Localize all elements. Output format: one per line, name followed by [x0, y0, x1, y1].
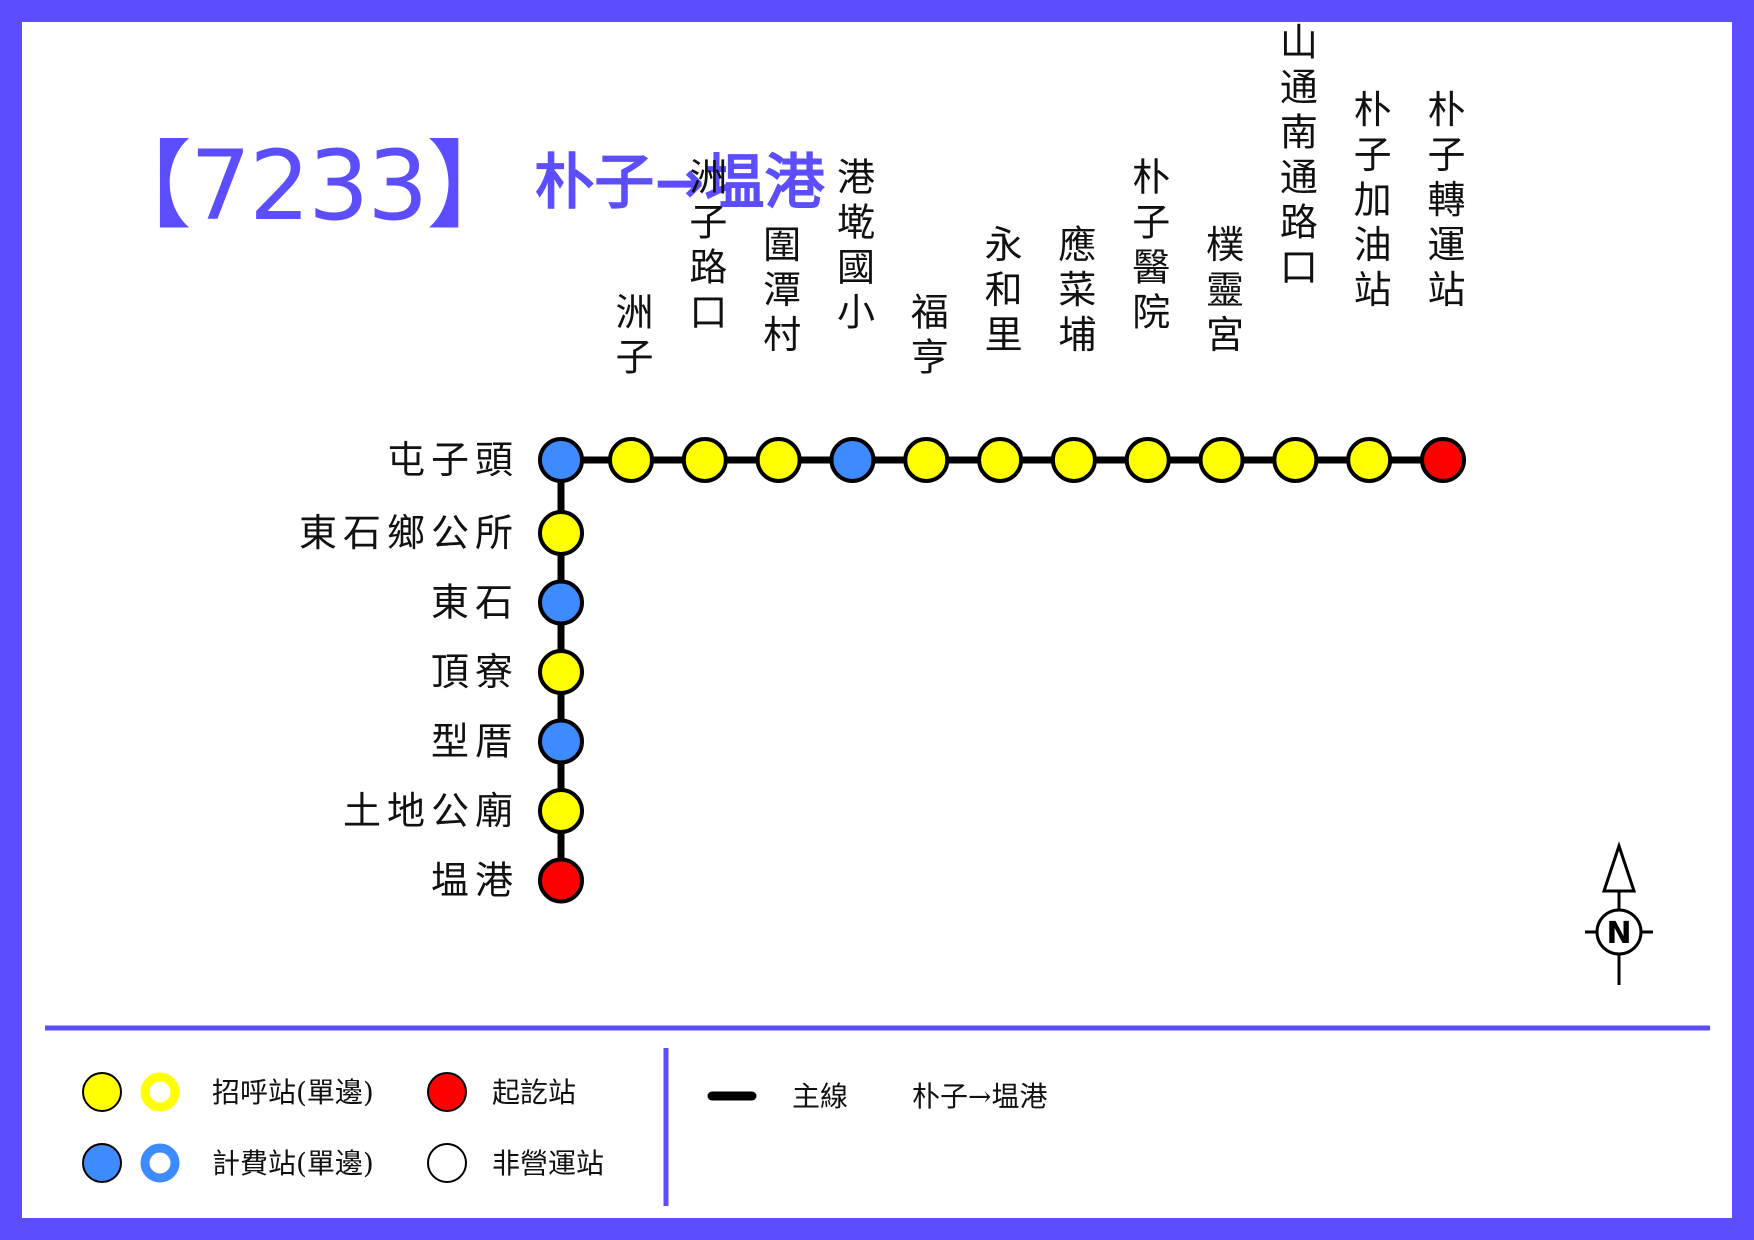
compass-label: N [1606, 916, 1631, 951]
station-label-v-1: 東石 [431, 581, 519, 625]
station-dot-v-5 [538, 857, 584, 904]
fare-stop-icon [82, 1143, 122, 1183]
station-dot-h-3 [1198, 437, 1245, 483]
station-dot-h-11 [608, 437, 654, 483]
station-dot-v-4 [538, 788, 584, 834]
station-label-v-0: 東石鄉公所 [299, 511, 519, 555]
station-dot-h-5 [1050, 437, 1097, 483]
station-dot-h-2 [1272, 437, 1319, 483]
station-label-h-0: 朴子轉運站 [1421, 90, 1465, 315]
station-dot-v-1 [538, 579, 584, 626]
station-labels: 朴子轉運站朴子加油站山通南通路口樸靈宮朴子醫院應菜埔永和里福亨港墘國小圍潭村洲子… [299, 22, 1465, 903]
station-label-h-5: 應菜埔 [1052, 225, 1096, 360]
station-label-h-2: 山通南通路口 [1273, 22, 1317, 292]
station-dot-v-3 [538, 718, 584, 765]
station-dot-h-1 [1346, 437, 1393, 483]
station-label-h-3: 樸靈宮 [1200, 225, 1244, 360]
station-dot-h-10 [681, 437, 728, 483]
legend-fare-stop: 計費站(單邊) [212, 1147, 374, 1180]
station-dot-v-0 [538, 510, 584, 556]
stations [538, 437, 1466, 904]
station-dot-h-6 [977, 437, 1024, 483]
station-dot-h-9 [755, 437, 802, 483]
legend: 招呼站(單邊) 起訖站 計費站(單邊) 非營運站 主線 朴子→塭港 [45, 1025, 1710, 1206]
station-label-h-10: 洲子路口 [683, 157, 727, 337]
legend-main-line: 主線 [792, 1080, 848, 1113]
station-label-h-1: 朴子加油站 [1347, 90, 1391, 315]
station-label-h-8: 港墘國小 [830, 157, 874, 337]
fare-stop-single-side-icon [140, 1143, 180, 1183]
station-label-h-7: 福亨 [904, 292, 948, 382]
terminal-icon [427, 1072, 467, 1112]
station-label-v-2: 頂寮 [431, 650, 519, 694]
station-label-corner: 屯子頭 [387, 438, 519, 482]
legend-terminal: 起訖站 [492, 1076, 576, 1109]
flag-stop-single-side-icon [140, 1072, 180, 1112]
legend-main-line-route: 朴子→塭港 [912, 1080, 1047, 1113]
station-label-h-9: 圍潭村 [757, 225, 801, 360]
flag-stop-icon [82, 1072, 122, 1112]
legend-non-operating: 非營運站 [492, 1147, 604, 1180]
station-label-h-4: 朴子醫院 [1126, 157, 1170, 337]
station-dot-h-7 [903, 437, 950, 483]
station-label-h-11: 洲子 [609, 292, 653, 382]
route-line [557, 456, 1447, 884]
station-dot-h-4 [1124, 437, 1171, 483]
legend-flag-stop: 招呼站(單邊) [212, 1076, 374, 1109]
station-label-h-6: 永和里 [978, 225, 1022, 360]
station-dot-h-0 [1420, 437, 1466, 483]
route-title: 【7233】朴子→塭港 [96, 108, 825, 247]
station-dot-v-2 [538, 649, 584, 695]
north-arrow-icon: N [1585, 841, 1653, 985]
route-direction: 朴子→塭港 [534, 148, 825, 218]
station-dot-h-8 [829, 437, 876, 483]
station-label-v-5: 塭港 [431, 859, 519, 903]
non-operating-icon [427, 1143, 467, 1183]
station-label-v-3: 型厝 [431, 720, 519, 764]
station-dot-corner-0 [538, 437, 584, 483]
station-label-v-4: 土地公廟 [343, 789, 519, 833]
route-number: 【7233】 [96, 130, 522, 242]
